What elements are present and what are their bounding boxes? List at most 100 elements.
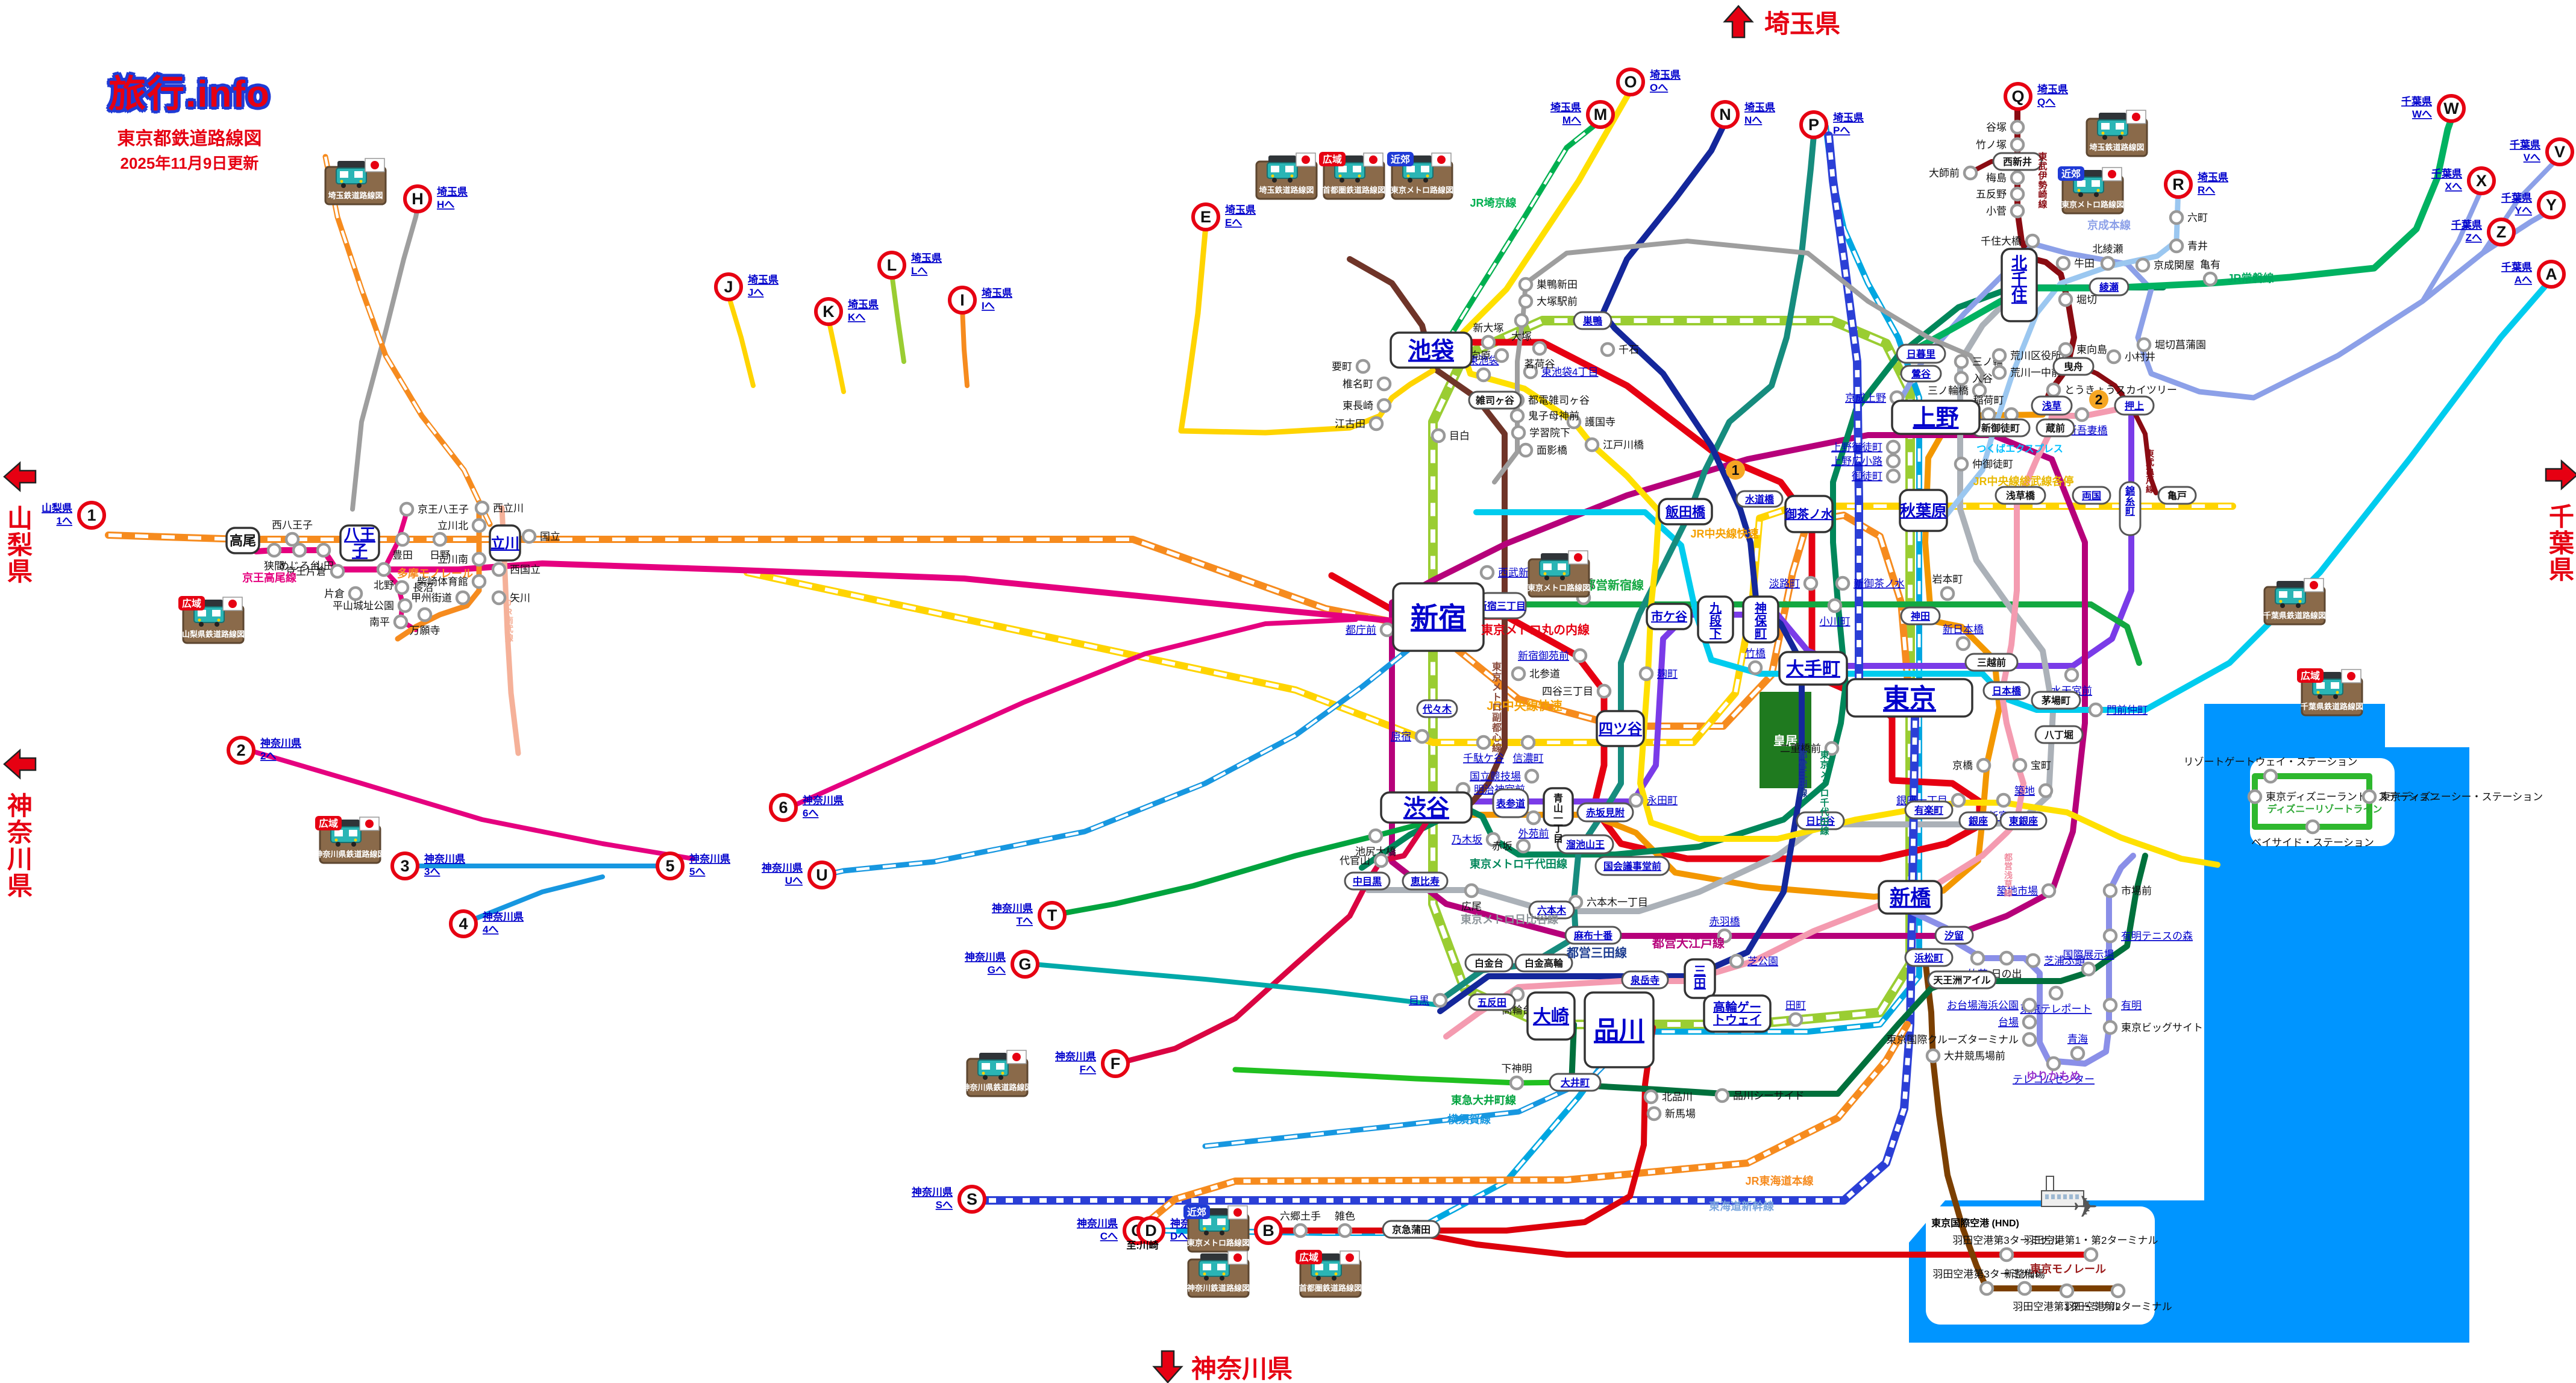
station-label[interactable]: 東京テレポート bbox=[2020, 1003, 2092, 1015]
station-label[interactable]: 上野広小路 bbox=[1831, 456, 1882, 467]
station-pill-label[interactable]: 大井町 bbox=[1561, 1077, 1590, 1088]
station-pill-label[interactable]: 六本木 bbox=[1537, 905, 1567, 916]
station-label[interactable]: 芝公園 bbox=[1747, 956, 1778, 967]
hub-label-高輪ゲートウェイ[interactable]: 高輪ゲートウェイ bbox=[1713, 1000, 1761, 1027]
station-dot[interactable] bbox=[1970, 950, 1985, 966]
station-dot[interactable] bbox=[1479, 565, 1495, 580]
station-pill-label[interactable]: 両国 bbox=[2082, 491, 2101, 501]
station-label[interactable]: 東池袋4丁目 bbox=[1541, 366, 1598, 378]
station-pill-label[interactable]: 有楽町 bbox=[1914, 804, 1943, 816]
station-pill[interactable] bbox=[1958, 811, 1998, 830]
connector-link-pref[interactable]: 神奈川県 bbox=[965, 951, 1006, 963]
station-pill-label[interactable]: 東銀座 bbox=[2009, 815, 2038, 827]
station-pill[interactable] bbox=[1904, 800, 1954, 820]
connector-link-target[interactable]: Yへ bbox=[2515, 205, 2532, 216]
station-label[interactable]: 小川町 bbox=[1820, 616, 1851, 627]
hub-label-飯田橋[interactable]: 飯田橋 bbox=[1665, 504, 1706, 519]
connector-link-target[interactable]: Jへ bbox=[748, 287, 763, 298]
station-pill[interactable] bbox=[1402, 871, 1449, 891]
hub-box[interactable] bbox=[1584, 991, 1655, 1068]
hub-label-大手町[interactable]: 大手町 bbox=[1786, 659, 1840, 679]
connector-link-pref[interactable]: 埼玉県 bbox=[2198, 171, 2228, 183]
connector-link-pref[interactable]: 埼玉県 bbox=[1744, 101, 1775, 113]
station-dot[interactable] bbox=[2038, 783, 2054, 798]
connector-link-pref[interactable]: 埼玉県 bbox=[748, 274, 779, 286]
connector-link-target[interactable]: Uへ bbox=[785, 875, 803, 886]
hub-label-市ケ谷[interactable]: 市ケ谷 bbox=[1651, 609, 1688, 624]
connector-link-target[interactable]: Fへ bbox=[1080, 1064, 1096, 1075]
hub-label-大崎[interactable]: 大崎 bbox=[1533, 1007, 1569, 1027]
hub-box[interactable] bbox=[1899, 489, 1948, 532]
station-label[interactable]: 信濃町 bbox=[1513, 753, 1544, 764]
connector-link-target[interactable]: 3へ bbox=[424, 866, 440, 877]
station-pill[interactable] bbox=[1416, 699, 1458, 718]
station-label[interactable]: 永田町 bbox=[1647, 795, 1678, 806]
connector-link-target[interactable]: Cへ bbox=[1100, 1231, 1118, 1242]
station-label[interactable]: 赤羽橋 bbox=[1709, 916, 1740, 927]
station-pill-label[interactable]: 押上 bbox=[2125, 400, 2144, 412]
station-label[interactable]: 新御茶ノ水 bbox=[1854, 578, 1905, 589]
station-dot[interactable] bbox=[1476, 367, 1491, 383]
station-dot[interactable] bbox=[2070, 1046, 2086, 1061]
connector-link-target[interactable]: Oへ bbox=[1650, 82, 1668, 93]
station-label[interactable]: 国立競技場 bbox=[1470, 771, 1521, 782]
legend-label[interactable]: 神奈川鉄道路線図 bbox=[1187, 1284, 1250, 1293]
station-pill-label[interactable]: 銀座 bbox=[1969, 815, 1988, 827]
legend-label[interactable]: 千葉県鉄道路線図 bbox=[2263, 611, 2326, 620]
station-dot[interactable] bbox=[2081, 961, 2096, 977]
connector-link-target[interactable]: 5へ bbox=[689, 866, 705, 877]
legend-label[interactable]: 東京メトロ路線図 bbox=[2061, 200, 2124, 209]
hub-label-八王子[interactable]: 八王子 bbox=[344, 525, 375, 560]
legend-label[interactable]: 東京メトロ路線図 bbox=[1528, 583, 1590, 592]
station-pill[interactable] bbox=[1927, 970, 1997, 989]
connector-link-pref[interactable]: 埼玉県 bbox=[1550, 101, 1581, 113]
connector-link-target[interactable]: Vへ bbox=[2524, 152, 2540, 163]
station-pill[interactable] bbox=[1904, 948, 1954, 967]
station-pill[interactable] bbox=[1468, 993, 1516, 1011]
station-dot[interactable] bbox=[1523, 364, 1538, 380]
legend-label[interactable]: 東京メトロ路線図 bbox=[1391, 186, 1453, 195]
legend-label[interactable]: 首都圏鉄道路線図 bbox=[1323, 186, 1385, 195]
legend-label[interactable]: 埼玉鉄道路線図 bbox=[1259, 186, 1314, 195]
station-dot[interactable] bbox=[2102, 928, 2118, 944]
station-pill-label[interactable]: 神田 bbox=[1911, 610, 1930, 622]
station-pill[interactable] bbox=[2157, 486, 2197, 505]
station-pill[interactable] bbox=[1382, 1220, 1441, 1239]
station-label[interactable]: 乃木坂 bbox=[1452, 834, 1482, 845]
connector-link-target[interactable]: Mへ bbox=[1562, 114, 1581, 126]
connector-link-pref[interactable]: 埼玉県 bbox=[1650, 69, 1681, 81]
connector-link-target[interactable]: Iへ bbox=[982, 300, 995, 312]
legend-label[interactable]: 東京メトロ路線図 bbox=[1187, 1238, 1250, 1247]
legend-label[interactable]: 神奈川県鉄道路線図 bbox=[315, 850, 385, 859]
station-dot[interactable] bbox=[1951, 792, 1966, 808]
station-dot[interactable] bbox=[1747, 660, 1763, 676]
station-dot[interactable] bbox=[2064, 667, 2079, 683]
hub-label-三田[interactable]: 三田 bbox=[1694, 965, 1706, 991]
connector-link-pref[interactable]: 神奈川県 bbox=[1077, 1217, 1118, 1229]
station-pill-label[interactable]: 溜池山王 bbox=[1566, 839, 1605, 850]
station-pill-label[interactable]: 泉岳寺 bbox=[1631, 974, 1659, 986]
legend-label[interactable]: 首都圏鉄道路線図 bbox=[1299, 1284, 1362, 1293]
hub-box[interactable] bbox=[1596, 710, 1645, 747]
connector-link-pref[interactable]: 神奈川県 bbox=[912, 1186, 953, 1198]
station-dot[interactable] bbox=[1572, 648, 1588, 663]
hub-label-渋谷[interactable]: 渋谷 bbox=[1403, 796, 1449, 821]
station-pill[interactable] bbox=[1492, 788, 1529, 818]
connector-link-pref[interactable]: 千葉県 bbox=[2431, 168, 2462, 180]
station-label[interactable]: 田町 bbox=[1785, 1000, 1806, 1011]
connector-link-pref[interactable]: 神奈川県 bbox=[992, 902, 1033, 914]
station-dot[interactable] bbox=[2074, 407, 2090, 422]
hub-label-北千住[interactable]: 北千住 bbox=[2011, 254, 2027, 305]
hub-box[interactable] bbox=[1742, 595, 1779, 644]
station-pill[interactable] bbox=[2035, 418, 2075, 437]
station-pill[interactable] bbox=[1468, 390, 1522, 410]
hub-box[interactable] bbox=[1380, 791, 1473, 824]
connector-link-target[interactable]: Hへ bbox=[437, 199, 454, 210]
hub-label-池袋[interactable]: 池袋 bbox=[1408, 339, 1454, 364]
station-dot[interactable] bbox=[1628, 792, 1644, 808]
hub-box[interactable] bbox=[489, 524, 521, 562]
station-dot[interactable] bbox=[1955, 636, 1971, 651]
station-label[interactable]: テレコムセンター bbox=[2013, 1074, 2095, 1085]
station-label[interactable]: 千駄ケ谷 bbox=[1463, 753, 1504, 764]
station-label[interactable]: 青海 bbox=[2067, 1033, 2088, 1045]
